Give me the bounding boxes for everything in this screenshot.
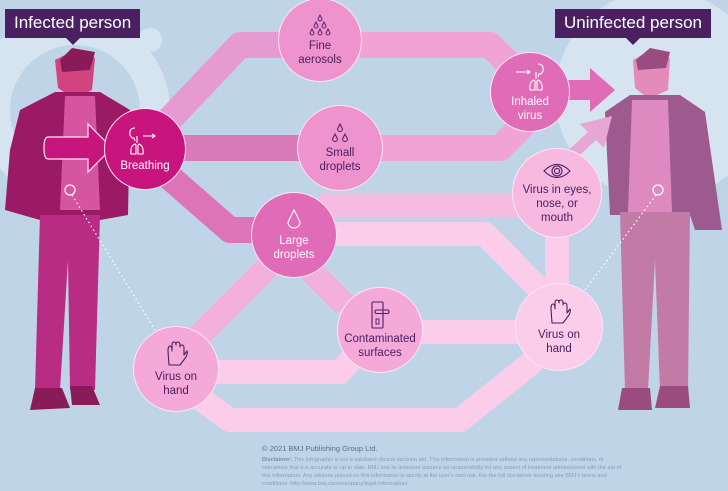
node-virus-eyes-label-2: nose, or	[536, 197, 578, 210]
uninfected-person-label-text: Uninfected person	[564, 13, 702, 32]
node-virus-on-hand-left-label-1: Virus on	[155, 370, 197, 383]
hand-icon	[167, 340, 188, 366]
path-large-droplets-hand-left	[181, 256, 279, 354]
disclaimer: Disclaimer: This infographic is not a va…	[262, 456, 622, 488]
node-small-droplets: Small droplets	[297, 105, 383, 191]
infected-person-label: Infected person	[5, 9, 141, 45]
node-breathing: Breathing	[104, 108, 186, 190]
droplets-many-icon	[309, 13, 331, 35]
path-hand-left-hand-right-bottom	[188, 350, 543, 432]
disclaimer-text: This infographic is not a validated clin…	[262, 457, 622, 487]
node-virus-eyes-nose-mouth: Virus in eyes, nose, or mouth	[512, 148, 602, 238]
node-inhaled-virus: Inhaled virus	[490, 52, 570, 132]
node-virus-eyes-label-3: mouth	[541, 211, 573, 224]
droplet-icon	[287, 208, 301, 229]
path-breathing-large-droplets	[141, 150, 260, 243]
node-large-droplets: Large droplets	[251, 192, 337, 278]
footer: © 2021 BMJ Publishing Group Ltd. Disclai…	[262, 444, 622, 488]
node-contaminated-surfaces: Contaminated surfaces	[337, 287, 423, 373]
uninfected-person-label: Uninfected person	[555, 9, 711, 45]
node-small-droplets-label-2: droplets	[319, 160, 361, 173]
node-virus-eyes-label-1: Virus in eyes,	[522, 183, 592, 196]
node-inhaled-virus-label-2: virus	[517, 109, 543, 122]
node-fine-aerosols: Fine aerosols	[278, 0, 362, 82]
droplets-few-icon	[331, 122, 349, 142]
respiratory-inhale-icon	[516, 62, 544, 91]
node-inhaled-virus-label-1: Inhaled	[511, 95, 549, 108]
node-virus-on-hand-right-label-2: hand	[546, 342, 572, 355]
node-virus-on-hand-right: Virus on hand	[515, 283, 603, 371]
uninfected-person-figure	[584, 48, 722, 410]
eye-icon	[543, 163, 571, 178]
path-hand-left-surfaces	[210, 341, 369, 384]
copyright: © 2021 BMJ Publishing Group Ltd.	[262, 444, 378, 453]
door-handle-icon	[371, 300, 390, 329]
node-large-droplets-label-1: Large	[279, 234, 309, 247]
path-large-droplets-hand-right	[320, 222, 549, 299]
disclaimer-label: Disclaimer:	[262, 457, 293, 463]
node-breathing-label: Breathing	[120, 159, 170, 172]
infected-person-label-text: Infected person	[14, 13, 132, 32]
node-virus-on-hand-left: Virus on hand	[133, 326, 219, 412]
node-large-droplets-label-2: droplets	[273, 248, 315, 261]
node-fine-aerosols-label-1: Fine	[308, 39, 332, 52]
respiratory-exhale-icon	[129, 126, 156, 155]
breathing-arrow	[43, 122, 113, 174]
node-contaminated-surfaces-label-1: Contaminated	[344, 332, 416, 345]
inhaled-arrow	[565, 68, 615, 112]
node-virus-on-hand-right-label-1: Virus on	[538, 328, 580, 341]
hand-icon	[550, 298, 571, 324]
node-small-droplets-label-1: Small	[325, 146, 355, 159]
node-fine-aerosols-label-2: aerosols	[298, 53, 342, 66]
node-contaminated-surfaces-label-2: surfaces	[358, 346, 402, 359]
node-virus-on-hand-left-label-2: hand	[163, 384, 189, 397]
